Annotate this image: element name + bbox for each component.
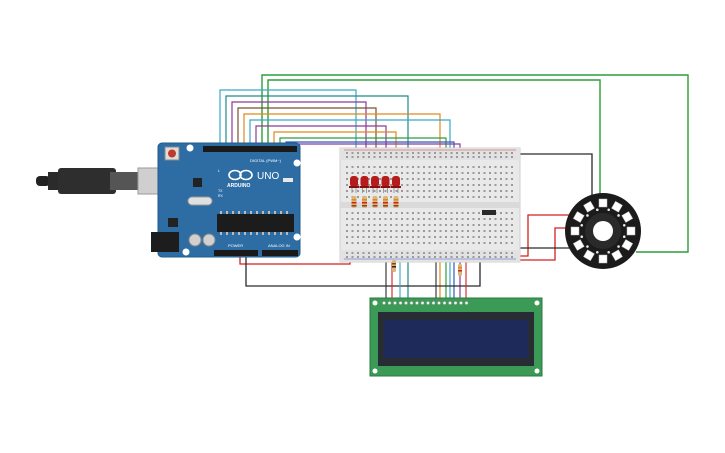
lcd-pin[interactable] [398, 301, 403, 305]
neopixel-ring[interactable] [565, 193, 641, 269]
neopixel-led [626, 226, 636, 236]
resistor-4[interactable] [383, 196, 388, 208]
led-2[interactable] [359, 176, 370, 193]
led-3[interactable] [370, 176, 380, 193]
neopixel-led [611, 249, 623, 262]
resistor-5[interactable] [393, 196, 399, 208]
neopixel-led [572, 239, 585, 251]
arduino-brand-label: ARDUINO [227, 183, 250, 189]
neopixel-led [583, 249, 595, 262]
lcd-pin[interactable] [382, 301, 386, 305]
breadboard[interactable] [339, 147, 521, 263]
tx-label: TX [218, 189, 223, 193]
analog-label: ANALOG IN [268, 243, 290, 248]
neopixel-led [583, 200, 595, 213]
resistor-lcd-backlight[interactable] [458, 264, 462, 276]
lcd-pin[interactable] [464, 301, 469, 305]
wire-purple-2[interactable] [255, 125, 387, 165]
lcd-pin[interactable] [415, 301, 419, 305]
lcd-pin[interactable] [459, 301, 463, 305]
wire-purple-1[interactable] [231, 101, 367, 165]
breadboard-holes [346, 152, 513, 258]
neopixel-led [621, 211, 634, 223]
power-header[interactable] [214, 250, 258, 256]
lcd-pin[interactable] [404, 301, 408, 305]
neopixel-led [611, 200, 623, 213]
lcd-pin[interactable] [420, 301, 425, 305]
wire-red-ring-2[interactable] [500, 227, 570, 261]
neopixel-led [572, 211, 585, 223]
usb-cable [36, 167, 177, 195]
resistor-2[interactable] [362, 196, 367, 208]
neopixel-led [621, 239, 634, 251]
resistor-1[interactable] [351, 196, 357, 208]
power-jack [151, 232, 179, 252]
resistor-lcd-contrast[interactable] [392, 260, 396, 272]
wire-brown-1[interactable] [237, 107, 377, 165]
lcd-pin[interactable] [409, 301, 414, 305]
arduino-model-label: UNO [257, 171, 279, 182]
wire-cyan-1[interactable] [219, 89, 357, 165]
resistor-3[interactable] [372, 196, 378, 208]
led-5[interactable] [391, 176, 401, 193]
led-1[interactable] [349, 176, 359, 193]
neopixel-led [598, 198, 608, 208]
led-4[interactable] [380, 176, 391, 193]
neopixel-led [598, 254, 608, 264]
lcd-pin[interactable] [448, 301, 452, 305]
breadboard-chip[interactable] [482, 210, 496, 215]
lcd-pin-header[interactable] [382, 301, 469, 305]
lcd-pin[interactable] [393, 301, 397, 305]
lcd-pin[interactable] [426, 301, 430, 305]
lcd-pin[interactable] [387, 301, 392, 305]
digital-label: DIGITAL (PWM~) [250, 158, 282, 163]
atmega-chip [217, 214, 294, 232]
lcd-pin[interactable] [431, 301, 436, 305]
power-label: POWER [228, 243, 243, 248]
lcd-16x2[interactable] [369, 297, 543, 377]
lcd-screen [384, 320, 528, 358]
ring-pixels [570, 198, 636, 264]
wire-black-gnd[interactable] [245, 248, 481, 287]
wire-green-ring-data[interactable] [261, 74, 689, 253]
arduino-logo-icon [228, 169, 253, 181]
led-l-label: L [218, 169, 220, 173]
led-array[interactable] [349, 176, 401, 208]
digital-header[interactable] [203, 146, 297, 152]
analog-header[interactable] [262, 250, 298, 256]
arduino-uno-board[interactable]: UNO ARDUINO DIGITAL (PWM~) POWER ANALOG … [151, 142, 301, 258]
lcd-pin[interactable] [453, 301, 458, 305]
lcd-pin[interactable] [442, 301, 447, 305]
rx-label: RX [218, 194, 224, 198]
neopixel-led [570, 226, 580, 236]
lcd-pin[interactable] [437, 301, 441, 305]
